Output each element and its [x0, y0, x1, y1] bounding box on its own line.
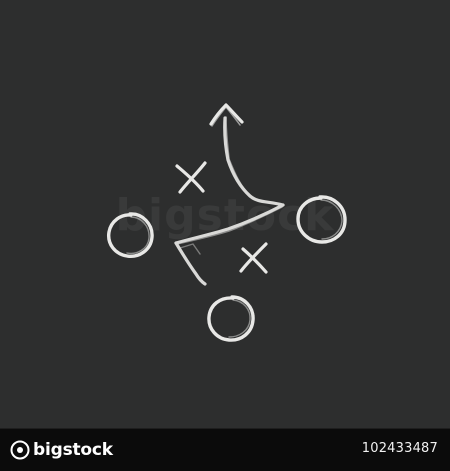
o-marker-left — [107, 212, 154, 258]
tactics-play-diagram-icon — [107, 103, 347, 342]
o-marker-bottom — [207, 295, 255, 342]
x-marker-2 — [239, 242, 268, 274]
footer-bar: bigstock 102433487 — [0, 428, 450, 471]
arrow-path — [174, 116, 285, 286]
bigstock-logo: bigstock — [10, 438, 113, 462]
bigstock-logo-icon — [10, 440, 30, 460]
x-marker-1 — [175, 161, 207, 194]
image-id: 102433487 — [361, 441, 438, 456]
o-marker-right — [296, 195, 347, 244]
arrow-head-icon — [209, 103, 244, 127]
brand-name: bigstock — [33, 440, 113, 460]
